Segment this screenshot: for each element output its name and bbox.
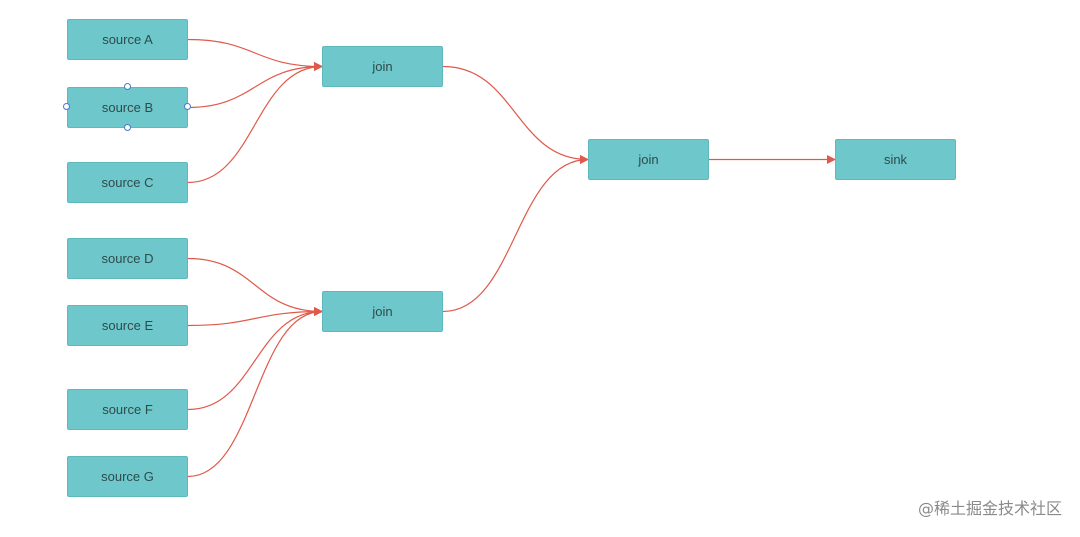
selection-handle-left[interactable] bbox=[63, 103, 70, 110]
node-source-f[interactable]: source F bbox=[67, 389, 188, 430]
edge-srcD-to-join2[interactable] bbox=[187, 257, 323, 316]
edge-join1-to-join3[interactable] bbox=[442, 65, 589, 164]
edge-srcB-to-join1[interactable] bbox=[187, 62, 323, 109]
selection-handle-right[interactable] bbox=[184, 103, 191, 110]
node-source-c[interactable]: source C bbox=[67, 162, 188, 203]
node-join-top[interactable]: join bbox=[322, 46, 443, 87]
edge-srcG-to-join2[interactable] bbox=[187, 307, 323, 478]
selection-handle-top[interactable] bbox=[124, 83, 131, 90]
edge-srcF-to-join2[interactable] bbox=[187, 307, 323, 411]
node-sink[interactable]: sink bbox=[835, 139, 956, 180]
watermark-text: @稀土掘金技术社区 bbox=[917, 499, 1062, 518]
node-source-d[interactable]: source D bbox=[67, 238, 188, 279]
edge-srcA-to-join1[interactable] bbox=[187, 38, 323, 71]
node-join-merge[interactable]: join bbox=[588, 139, 709, 180]
node-join-bottom[interactable]: join bbox=[322, 291, 443, 332]
node-source-b[interactable]: source B bbox=[67, 87, 188, 128]
edge-srcC-to-join1[interactable] bbox=[187, 62, 323, 184]
node-source-e[interactable]: source E bbox=[67, 305, 188, 346]
node-source-g[interactable]: source G bbox=[67, 456, 188, 497]
edge-join2-to-join3[interactable] bbox=[442, 155, 589, 313]
selection-handle-bottom[interactable] bbox=[124, 124, 131, 131]
node-source-a[interactable]: source A bbox=[67, 19, 188, 60]
edge-srcE-to-join2[interactable] bbox=[187, 307, 323, 327]
